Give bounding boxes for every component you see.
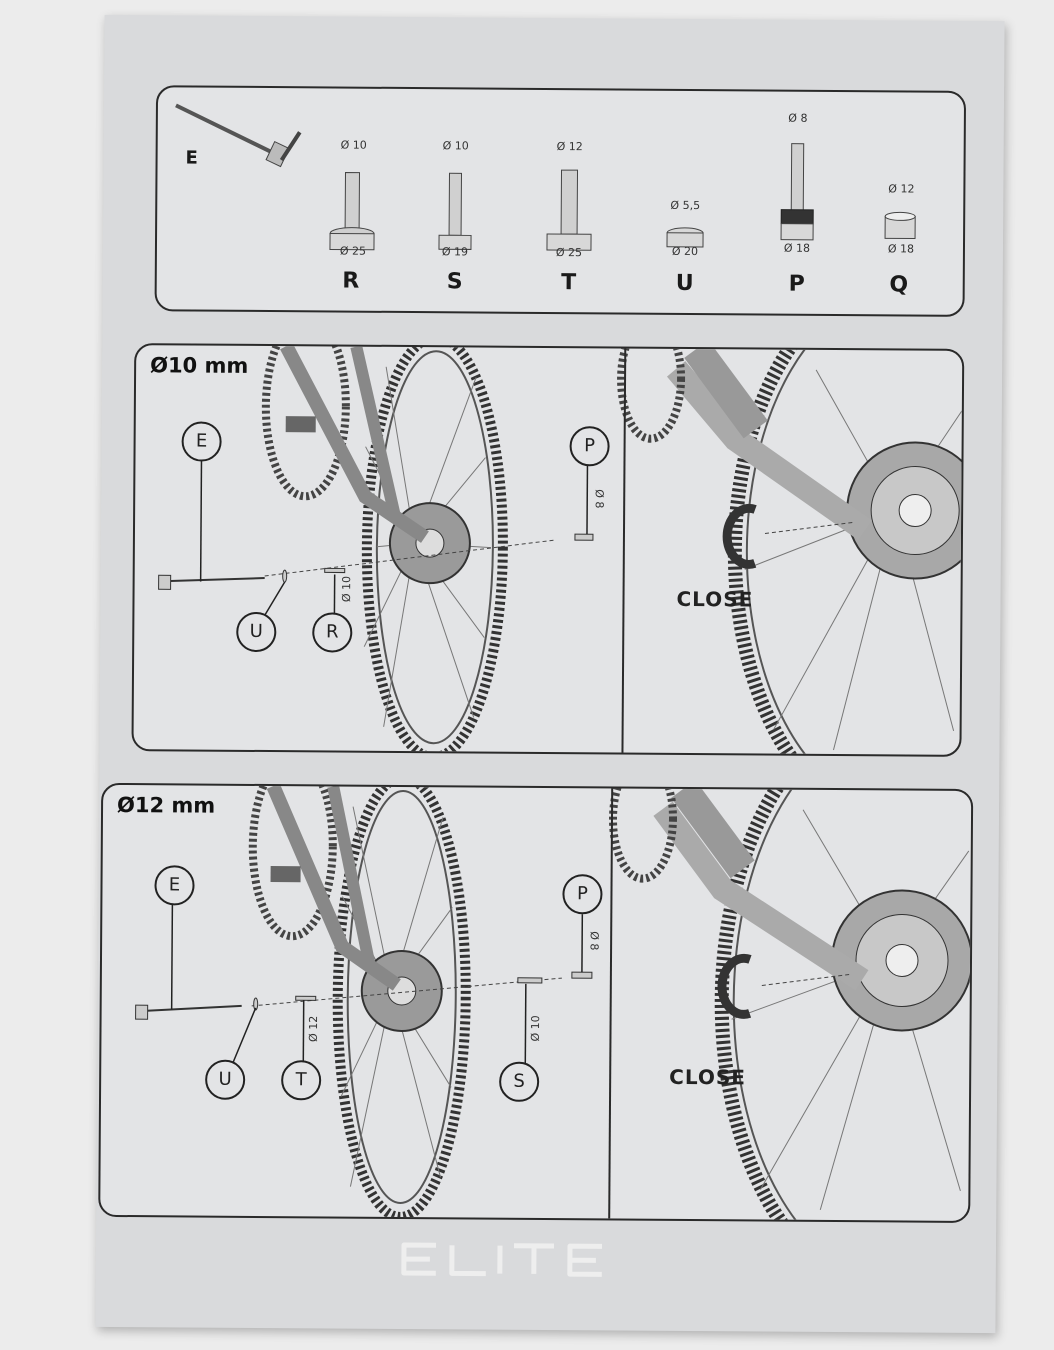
step-12mm-panel: Ø12 mm E U T S P Ø 12 Ø 10 Ø 8 CLOSE (98, 782, 974, 1223)
part-u-top-dim: Ø 5,5 (670, 198, 701, 213)
step-12mm-drawing (135, 784, 972, 1221)
close-arrow-icon (722, 503, 757, 569)
dim-p: Ø 8 (587, 931, 601, 951)
part-r-top-dim: Ø 10 (340, 138, 367, 152)
elite-logo (401, 1242, 603, 1277)
callout-e: E (181, 421, 222, 462)
dim-r: Ø 10 (339, 575, 354, 603)
instruction-sheet: E Ø 10 Ø 25 (95, 14, 1005, 1334)
part-p-bottom-dim: Ø 18 (783, 241, 811, 255)
step-10mm-drawing (158, 345, 963, 755)
callout-u: U (236, 611, 277, 653)
parts-drawing (175, 103, 916, 251)
part-s-bottom-dim: Ø 19 (441, 245, 469, 259)
part-t-top-dim: Ø 12 (556, 140, 583, 154)
step-10mm-title: Ø10 mm (150, 353, 249, 378)
step-10mm-panel: Ø10 mm E U R P Ø 10 Ø 8 CLOSE (131, 343, 965, 757)
part-s-top-dim: Ø 10 (442, 139, 469, 153)
part-p-top-dim: Ø 8 (788, 111, 808, 125)
part-r-letter: R (342, 268, 360, 294)
part-s-letter: S (446, 269, 463, 295)
callout-u: U (205, 1059, 246, 1100)
part-p-letter: P (788, 271, 805, 297)
part-u-bottom-dim: Ø 20 (671, 244, 699, 259)
skewer-e-icon (175, 103, 277, 156)
callout-s: S (499, 1061, 540, 1102)
callout-p: P (569, 426, 610, 467)
close-arrow-icon (717, 953, 752, 1019)
part-t-letter: T (561, 270, 577, 296)
dim-p: Ø 8 (592, 489, 606, 509)
part-q-bottom-dim: Ø 18 (887, 242, 915, 256)
step-12mm-title: Ø12 mm (116, 792, 216, 818)
close-label: CLOSE (669, 1064, 747, 1090)
part-q-letter: Q (889, 272, 909, 298)
part-q-top-dim: Ø 12 (888, 182, 915, 196)
callout-p: P (562, 874, 603, 915)
part-r-bottom-dim: Ø 25 (339, 244, 367, 258)
dim-t: Ø 12 (306, 1015, 321, 1042)
part-u-letter: U (675, 270, 694, 296)
part-t-bottom-dim: Ø 25 (555, 246, 583, 260)
parts-panel: E Ø 10 Ø 25 (154, 85, 967, 317)
close-label: CLOSE (676, 586, 754, 612)
callout-e: E (154, 865, 195, 906)
callout-t: T (281, 1060, 322, 1101)
dim-s: Ø 10 (528, 1015, 543, 1042)
